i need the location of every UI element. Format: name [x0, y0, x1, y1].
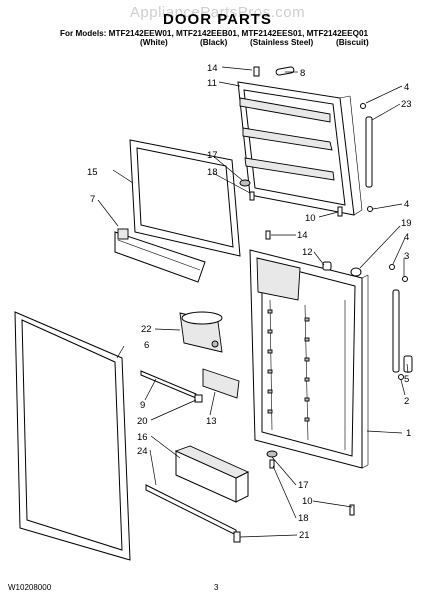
callout-18: 18 [207, 167, 218, 178]
freezer-hardware [239, 66, 373, 217]
watermark: AppliancePartsPros.com [129, 4, 306, 21]
freezer-door-shelf [114, 228, 206, 283]
bin-trim [145, 484, 241, 543]
callout-6: 6 [144, 340, 149, 351]
callout-13: 13 [206, 416, 217, 427]
callout-14: 14 [297, 230, 308, 241]
door-trims [140, 368, 240, 403]
callout-15: 15 [87, 167, 98, 178]
callout-14: 14 [207, 63, 218, 74]
callout-4: 4 [404, 232, 409, 243]
dairy-door [179, 311, 223, 353]
callout-24: 24 [137, 446, 148, 457]
callout-16: 16 [137, 432, 148, 443]
callout-20: 20 [137, 416, 148, 427]
callout-10: 10 [302, 496, 313, 507]
callout-8: 8 [300, 68, 305, 79]
color-black: (Black) [200, 38, 228, 47]
leader-lines [97, 66, 409, 538]
door-bin [174, 445, 250, 503]
callout-11: 11 [207, 78, 217, 89]
callout-12: 12 [302, 247, 313, 258]
callout-22: 22 [141, 324, 152, 335]
model-numbers: For Models: MTF2142EEW01, MTF2142EEB01, … [60, 29, 369, 38]
fresh-food-door [249, 249, 369, 469]
callout-7: 7 [90, 194, 95, 205]
callout-17: 17 [207, 150, 218, 161]
callouts: 14 8 11 4 23 15 17 18 7 10 4 19 14 12 4 … [87, 63, 412, 541]
callout-4: 4 [404, 199, 409, 210]
callout-4: 4 [404, 82, 409, 93]
callout-9: 9 [140, 400, 145, 411]
fresh-food-gasket [14, 311, 131, 561]
callout-3: 3 [404, 251, 409, 262]
callout-21: 21 [299, 530, 310, 541]
callout-5: 5 [404, 374, 409, 385]
callout-17: 17 [298, 480, 309, 491]
callout-10: 10 [305, 213, 316, 224]
callout-2: 2 [404, 396, 409, 407]
color-white: (White) [140, 38, 168, 47]
freezer-door [237, 81, 363, 216]
color-stainless: (Stainless Steel) [250, 38, 314, 47]
callout-23: 23 [401, 99, 412, 110]
callout-19: 19 [401, 218, 412, 229]
doc-number: W10208000 [8, 583, 52, 592]
page-title: DOOR PARTS [163, 11, 272, 28]
page-number: 3 [214, 583, 219, 592]
callout-18: 18 [298, 513, 309, 524]
color-biscuit: (Biscuit) [336, 38, 369, 47]
fresh-food-hardware [265, 230, 413, 516]
callout-1: 1 [406, 428, 411, 439]
freezer-gasket [129, 139, 241, 257]
